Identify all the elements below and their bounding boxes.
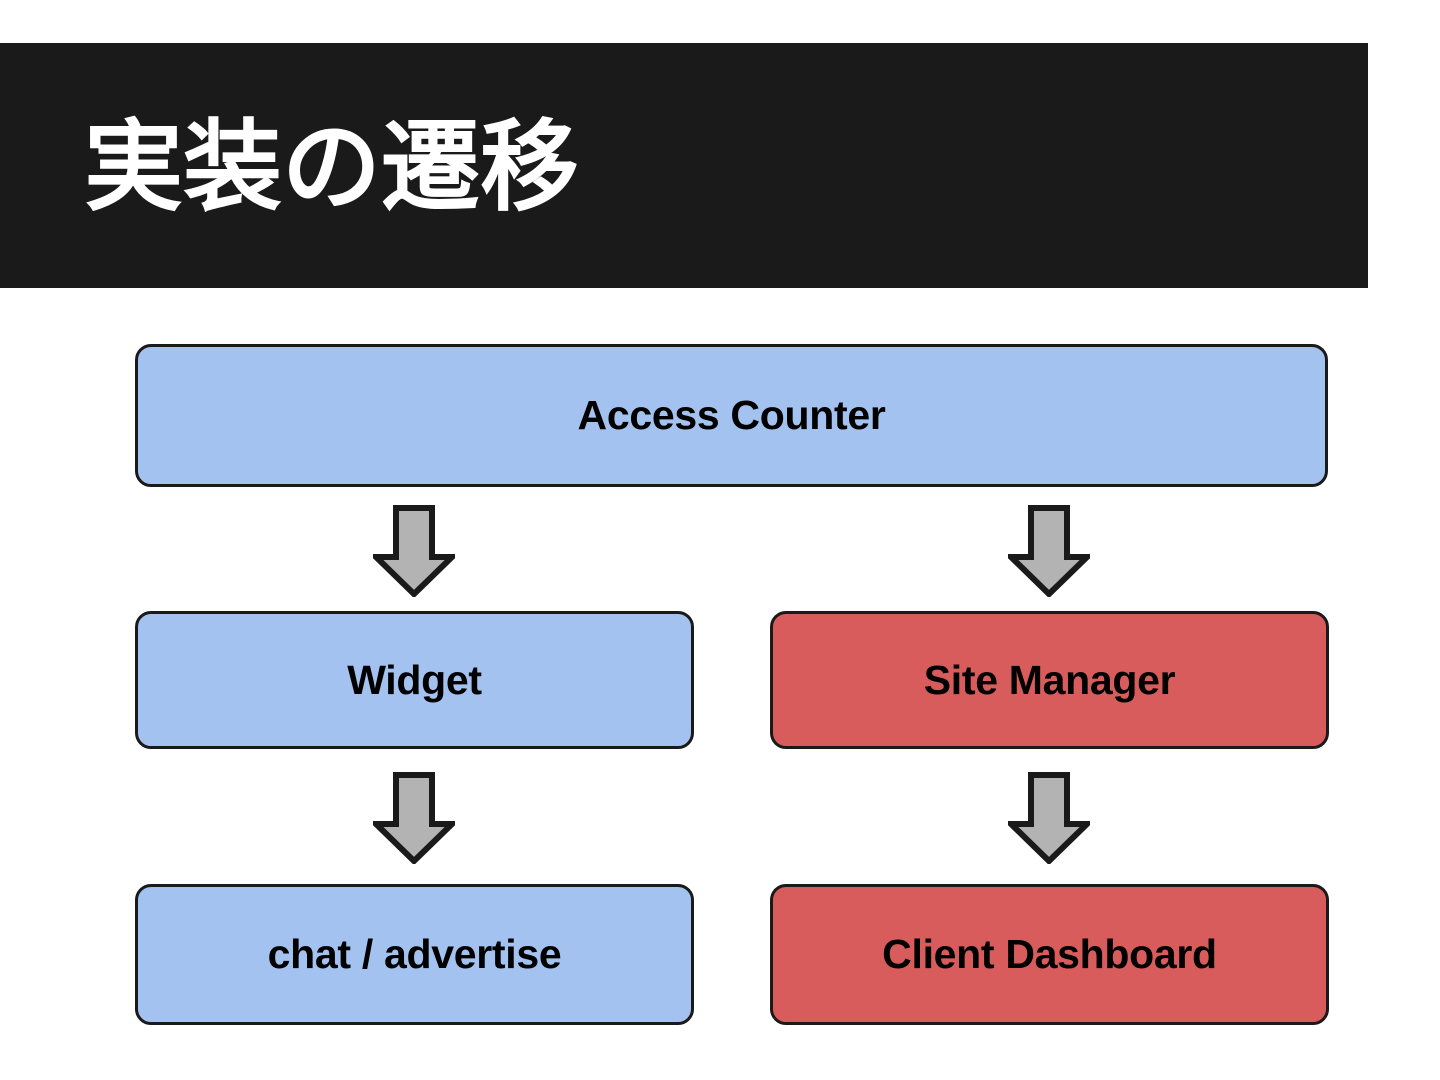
node-site-manager-label: Site Manager [923, 656, 1176, 703]
arrow-down-widget-to-chat-advertise [368, 772, 460, 866]
node-access-counter-label: Access Counter [577, 392, 886, 438]
node-widget-label: Widget [347, 656, 482, 703]
node-chat-advertise-label: chat / advertise [267, 931, 562, 977]
page-title: 実装の遷移 [84, 110, 579, 225]
arrow-down-access-counter-to-site-manager [1003, 505, 1095, 599]
arrow-down-site-manager-to-client-dashboard [1003, 772, 1095, 866]
node-client-dashboard-label: Client Dashboard [882, 931, 1217, 977]
title-banner: 実装の遷移 [0, 43, 1368, 288]
node-access-counter[interactable]: Access Counter [135, 344, 1328, 487]
node-client-dashboard[interactable]: Client Dashboard [770, 884, 1329, 1025]
node-chat-advertise[interactable]: chat / advertise [135, 884, 694, 1025]
arrow-down-access-counter-to-widget [368, 505, 460, 599]
node-site-manager[interactable]: Site Manager [770, 611, 1329, 749]
node-widget[interactable]: Widget [135, 611, 694, 749]
